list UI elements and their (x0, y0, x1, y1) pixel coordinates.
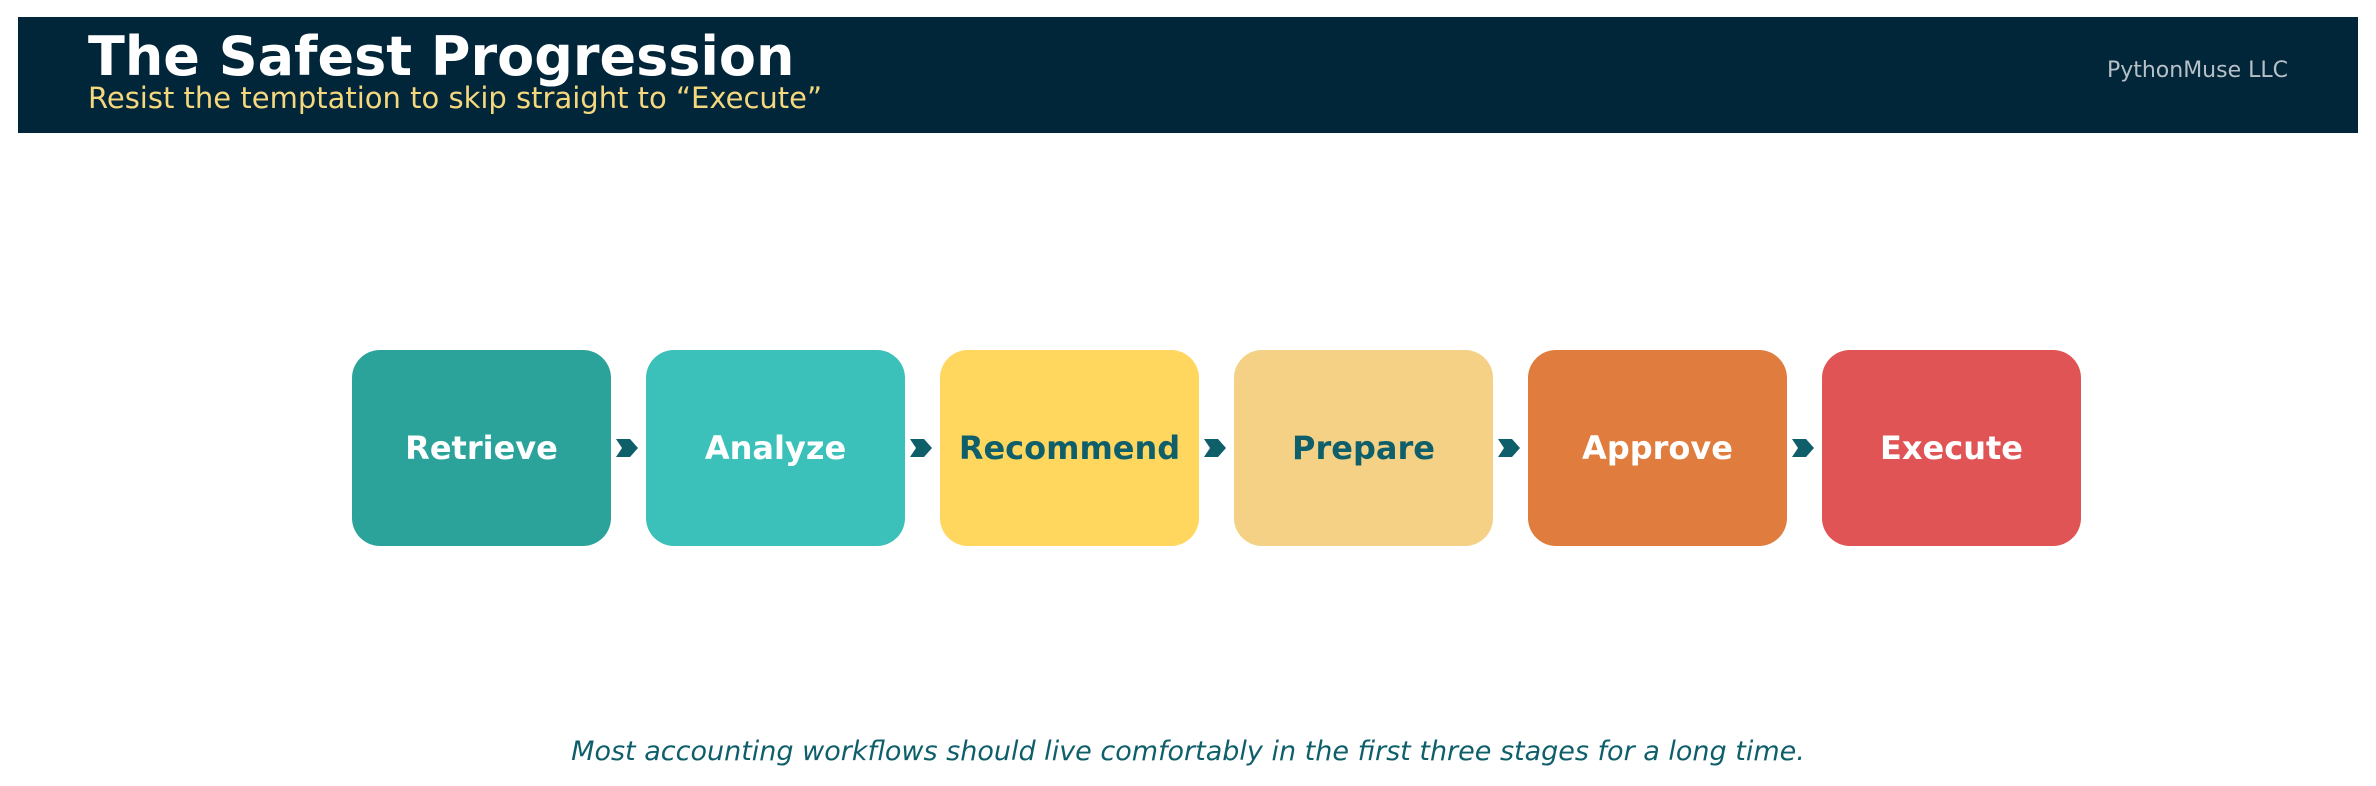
arrow-icon (1496, 436, 1522, 460)
page-title: The Safest Progression (88, 25, 795, 88)
brand-label: PythonMuse LLC (2106, 58, 2288, 83)
footer-note: Most accounting workflows should live co… (571, 736, 1805, 767)
arrow-icon (1202, 436, 1228, 460)
stage-execute: Execute (1822, 350, 2081, 546)
stage-prepare: Prepare (1234, 350, 1493, 546)
arrow-icon (614, 436, 640, 460)
stage-recommend: Recommend (940, 350, 1199, 546)
header-banner: The Safest Progression Resist the tempta… (18, 17, 2358, 133)
page-subtitle: Resist the temptation to skip straight t… (88, 81, 823, 115)
arrow-icon (1790, 436, 1816, 460)
stage-approve: Approve (1528, 350, 1787, 546)
arrow-icon (908, 436, 934, 460)
stage-retrieve: Retrieve (352, 350, 611, 546)
stage-analyze: Analyze (646, 350, 905, 546)
